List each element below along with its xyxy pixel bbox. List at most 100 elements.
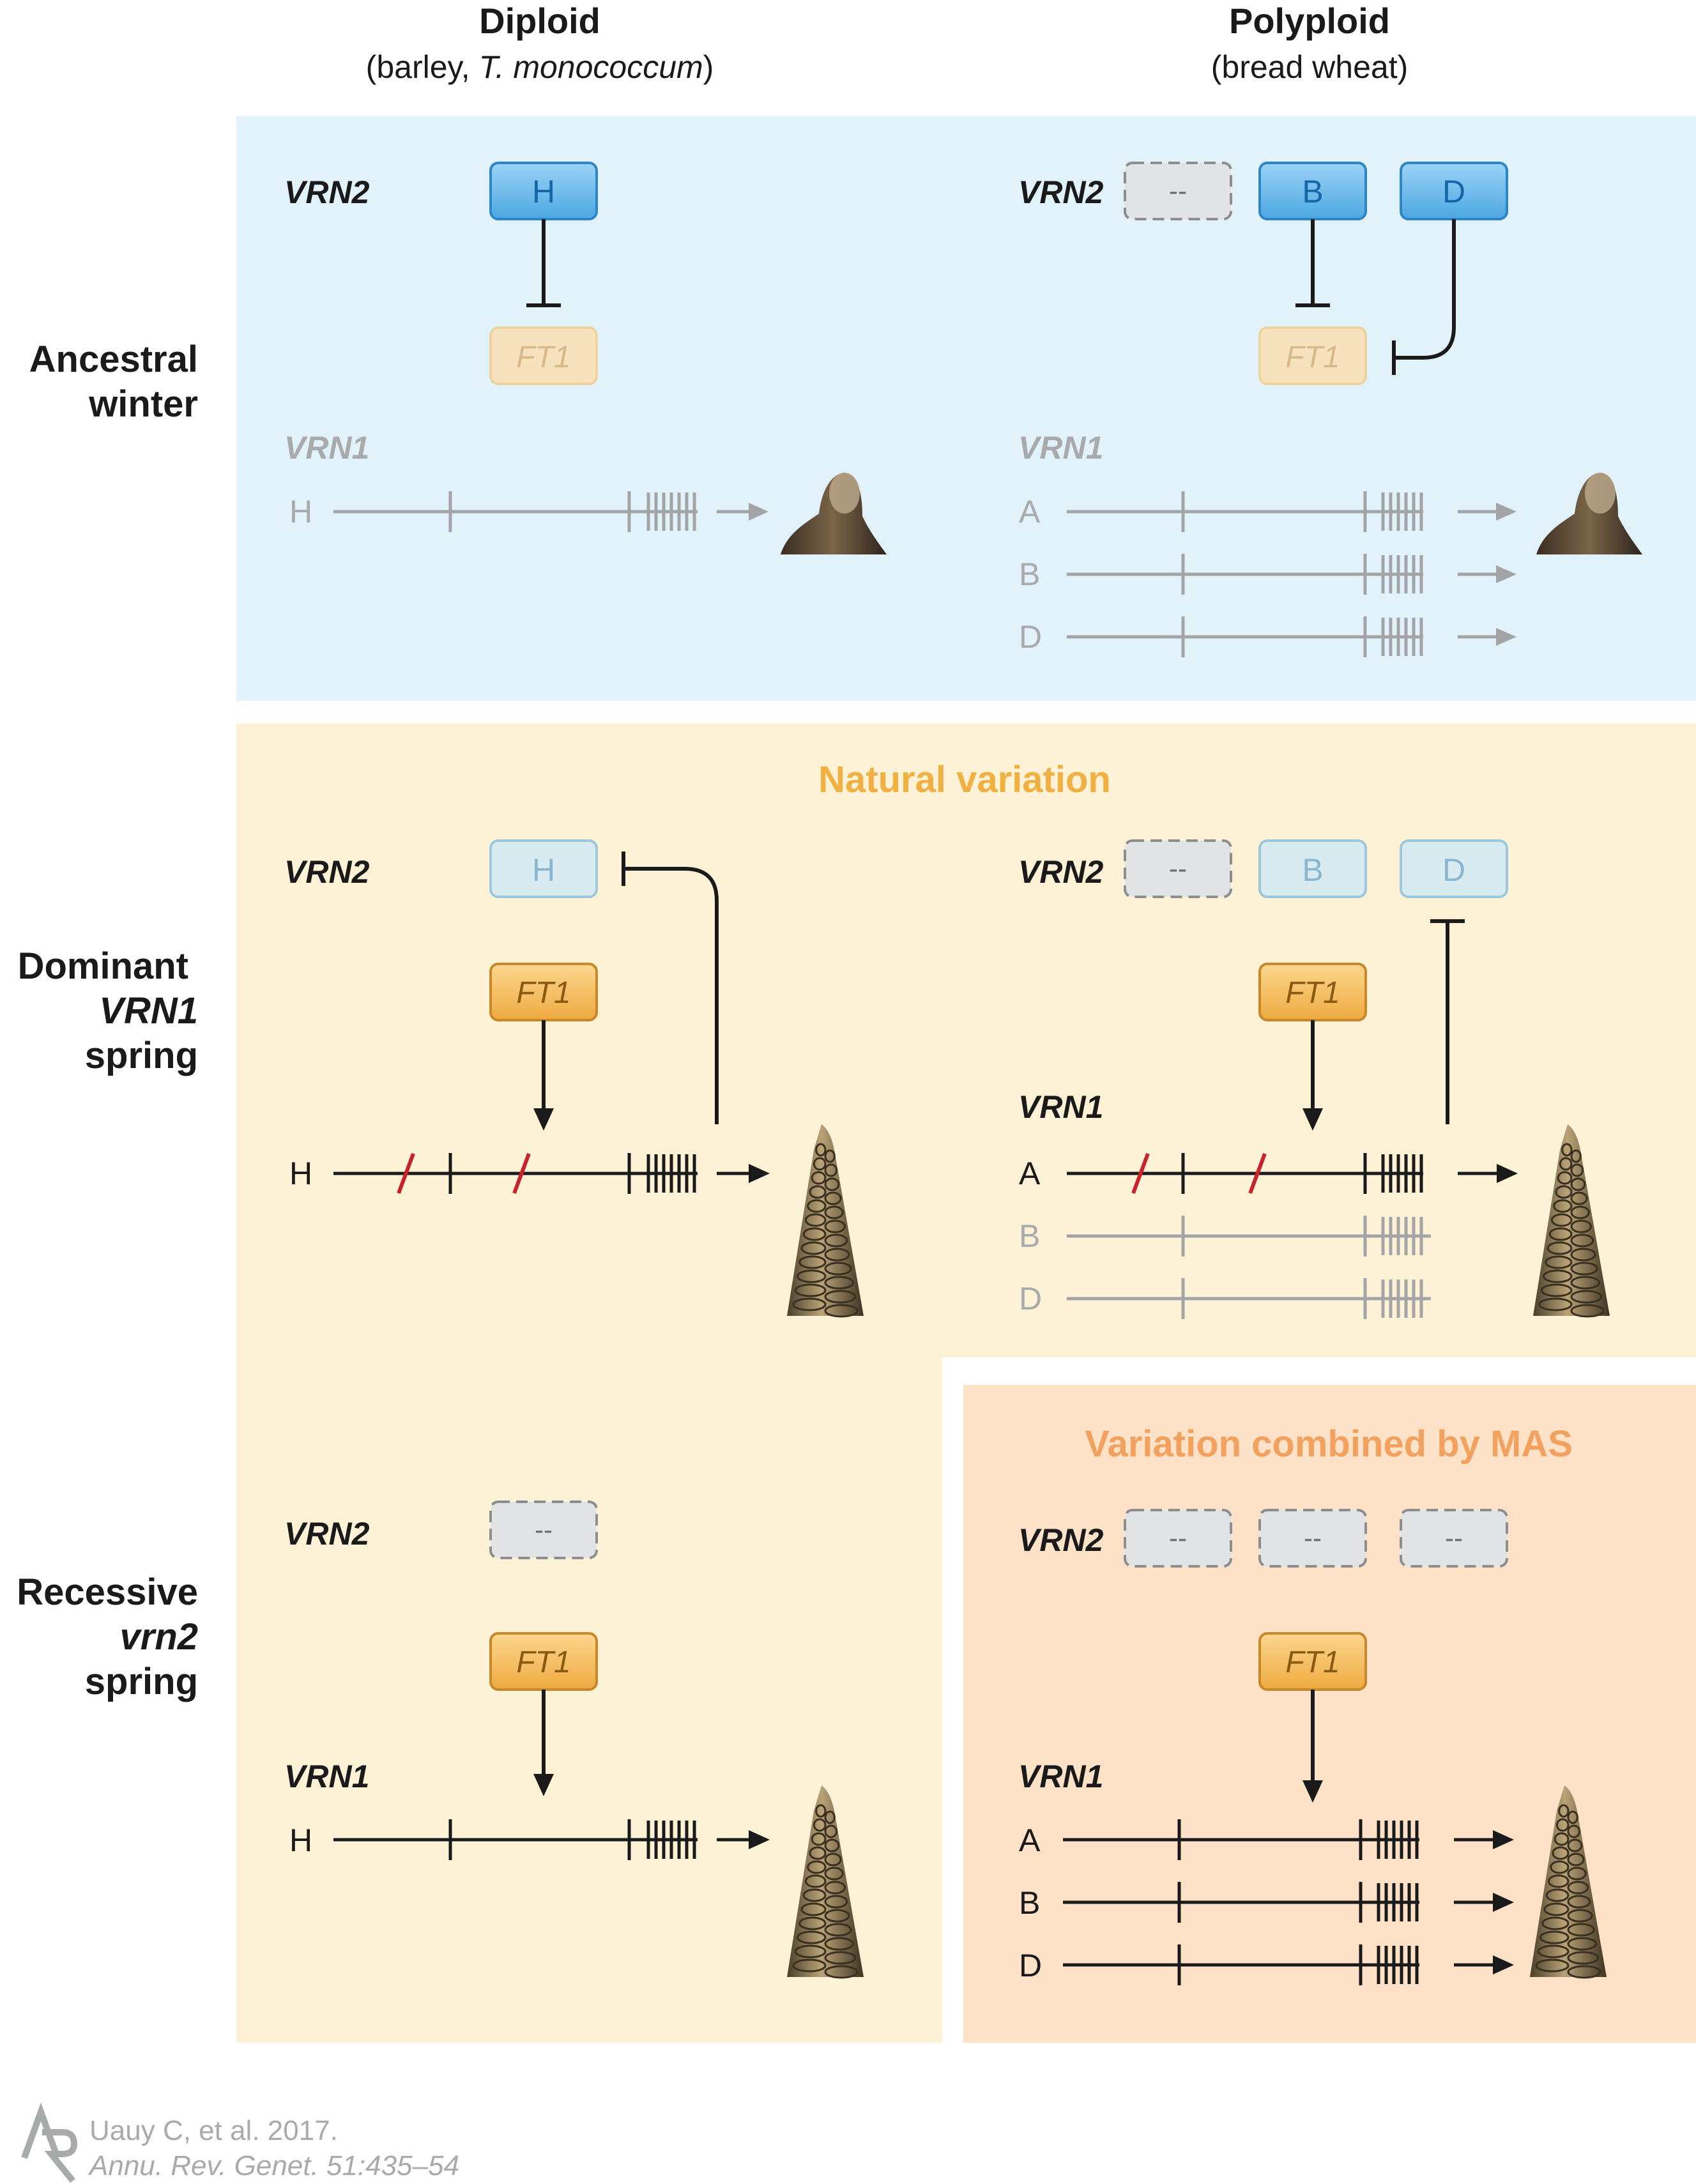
svg-text:A: A bbox=[1019, 1822, 1041, 1858]
arrow-icon bbox=[1493, 1893, 1514, 1912]
svg-text:--: -- bbox=[1169, 853, 1187, 883]
svg-text:B: B bbox=[1019, 1885, 1040, 1921]
vrn2-label: VRN2 bbox=[1018, 1522, 1104, 1558]
credit-line-1: Uauy C, et al. 2017. bbox=[89, 2115, 338, 2146]
repression-line bbox=[623, 867, 719, 1124]
arrow-icon bbox=[749, 1830, 770, 1849]
mutation-marks bbox=[1131, 1152, 1267, 1195]
diploid-title: Diploid bbox=[479, 1, 600, 41]
vrn1-gene-diagram bbox=[333, 491, 754, 532]
spikes-layer bbox=[787, 1124, 1610, 1979]
vrn1-gene-diagram bbox=[333, 1153, 754, 1194]
vrn2-a-deleted-box bbox=[1124, 1509, 1232, 1568]
mas-title: Variation combined by MAS bbox=[1085, 1423, 1573, 1465]
svg-text:A: A bbox=[1019, 494, 1041, 530]
vrn1-label: VRN1 bbox=[1018, 1089, 1103, 1125]
vrn2-h-deleted-box bbox=[489, 1501, 598, 1559]
arrow-icon bbox=[749, 1164, 770, 1183]
vrn2-label: VRN2 bbox=[284, 1516, 370, 1552]
svg-text:FT1: FT1 bbox=[1285, 1646, 1340, 1679]
svg-text:FT1: FT1 bbox=[516, 1646, 570, 1679]
arrow-icon bbox=[533, 1774, 554, 1796]
arrow-icon bbox=[1303, 1108, 1323, 1131]
row-label-ancestral: Ancestral winter bbox=[29, 339, 198, 425]
vegetative-apex-icon bbox=[781, 473, 887, 554]
diploid-subtitle: (barley, T. monococcum) bbox=[366, 49, 714, 85]
svg-text:B: B bbox=[1019, 1218, 1040, 1254]
svg-text:H: H bbox=[532, 174, 555, 210]
svg-text:H: H bbox=[289, 1156, 312, 1191]
arrow-icon bbox=[533, 1108, 554, 1131]
vrn1-gene-diagram bbox=[333, 1819, 754, 1860]
svg-text:--: -- bbox=[1304, 1523, 1322, 1553]
svg-text:B: B bbox=[1302, 174, 1323, 210]
vrn2-label: VRN2 bbox=[284, 174, 370, 210]
svg-text:B: B bbox=[1019, 556, 1040, 592]
vrn1-label: VRN1 bbox=[1018, 1759, 1103, 1794]
vrn2-b-deleted-box bbox=[1258, 1509, 1367, 1568]
row-label-recessive: Recessive vrn2 spring bbox=[17, 1571, 198, 1702]
svg-text:--: -- bbox=[535, 1515, 553, 1545]
svg-text:FT1: FT1 bbox=[1285, 976, 1340, 1010]
vrn1-gene-diagram bbox=[1063, 1819, 1496, 1985]
svg-text:winter: winter bbox=[88, 383, 198, 425]
repression-line bbox=[1394, 219, 1456, 360]
spike-icon bbox=[787, 1785, 864, 1979]
arrow-icon bbox=[749, 503, 768, 521]
vrn2-label: VRN2 bbox=[284, 854, 370, 890]
svg-text:D: D bbox=[1019, 619, 1042, 655]
vrn1-label: VRN1 bbox=[284, 430, 369, 466]
vrn2-b-box-repressed bbox=[1258, 839, 1367, 898]
svg-text:spring: spring bbox=[85, 1661, 198, 1702]
svg-text:Recessive: Recessive bbox=[17, 1571, 198, 1613]
arrow-icon bbox=[1493, 1830, 1514, 1849]
polyploid-subtitle: (bread wheat) bbox=[1211, 49, 1409, 85]
credit-line-2: Annu. Rev. Genet. 51:435–54 bbox=[88, 2150, 459, 2181]
spike-icon bbox=[787, 1124, 864, 1318]
svg-text:vrn2: vrn2 bbox=[119, 1616, 198, 1658]
svg-text:H: H bbox=[289, 1822, 312, 1858]
svg-text:B: B bbox=[1302, 852, 1323, 888]
ar-logo bbox=[21, 2102, 78, 2183]
svg-text:--: -- bbox=[1169, 176, 1187, 206]
spike-icon bbox=[1530, 1785, 1607, 1979]
arrow-icon bbox=[1496, 565, 1516, 583]
svg-text:D: D bbox=[1019, 1948, 1042, 1983]
svg-text:spring: spring bbox=[85, 1035, 198, 1076]
svg-text:H: H bbox=[532, 852, 555, 888]
polyploid-title: Polyploid bbox=[1229, 1, 1390, 41]
vegetative-apex-icon bbox=[1536, 473, 1642, 554]
ft1-box-inactive bbox=[489, 326, 598, 385]
row-label-dominant: Dominant VRN1 spring bbox=[18, 945, 198, 1076]
arrow-icon bbox=[1493, 1955, 1514, 1974]
svg-text:--: -- bbox=[1445, 1523, 1463, 1553]
svg-text:Ancestral: Ancestral bbox=[29, 339, 198, 380]
svg-text:FT1: FT1 bbox=[516, 340, 570, 374]
svg-text:D: D bbox=[1019, 1281, 1042, 1317]
svg-text:H: H bbox=[289, 494, 312, 530]
svg-text:D: D bbox=[1442, 174, 1465, 210]
vrn2-a-deleted-box bbox=[1124, 839, 1232, 898]
arrow-icon bbox=[1497, 1164, 1518, 1183]
natural-variation-title: Natural variation bbox=[818, 759, 1111, 800]
ft1-box-inactive bbox=[1258, 326, 1367, 385]
svg-text:--: -- bbox=[1169, 1523, 1187, 1553]
vrn2-label: VRN2 bbox=[1018, 854, 1104, 890]
vrn2-d-deleted-box bbox=[1400, 1509, 1508, 1568]
column-header-polyploid: Polyploid (bread wheat) bbox=[1211, 1, 1409, 85]
svg-text:Dominant: Dominant bbox=[18, 945, 188, 987]
vrn2-a-deleted-box bbox=[1124, 162, 1232, 220]
svg-text:FT1: FT1 bbox=[516, 976, 570, 1010]
svg-text:VRN1: VRN1 bbox=[99, 990, 198, 1032]
svg-text:FT1: FT1 bbox=[1285, 340, 1340, 374]
spike-icon bbox=[1533, 1124, 1610, 1318]
vrn1-label: VRN1 bbox=[1018, 430, 1103, 466]
vrn2-d-box-repressed bbox=[1400, 839, 1508, 898]
vrn1-label: VRN1 bbox=[284, 1759, 369, 1794]
vrn2-h-box-repressed bbox=[489, 839, 598, 898]
vrn1-gene-diagram-bd bbox=[1067, 1216, 1431, 1319]
natural-variation-panel bbox=[236, 724, 1696, 2043]
mutation-marks bbox=[397, 1152, 531, 1195]
vrn1-gene-diagram bbox=[1067, 491, 1500, 657]
